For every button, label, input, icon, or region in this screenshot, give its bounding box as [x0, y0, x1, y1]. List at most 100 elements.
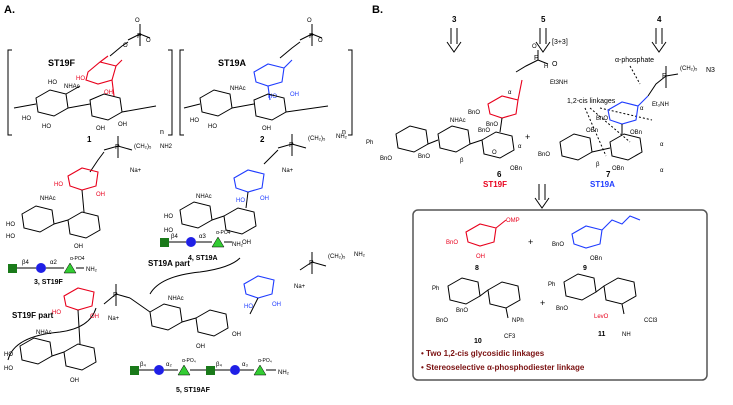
retro-arrow-5 — [535, 28, 551, 53]
svg-text:Ph: Ph — [548, 282, 555, 288]
svg-text:OH: OH — [196, 344, 205, 350]
svg-text:O: O — [135, 18, 140, 24]
nhac-label: NHAc — [64, 84, 80, 90]
oh-label: OH — [104, 90, 113, 96]
bullet-phosphodiester: • Stereoselective α-phosphodiester linka… — [421, 363, 585, 372]
svg-text:OH: OH — [232, 332, 241, 338]
svg-text:NHAc: NHAc — [40, 196, 56, 202]
svg-text:HO: HO — [52, 310, 61, 316]
svg-text:OH: OH — [96, 126, 105, 132]
svg-text:α-PO₄: α-PO₄ — [182, 358, 196, 364]
svg-text:OH: OH — [272, 302, 281, 308]
svg-text:BnO: BnO — [556, 306, 568, 312]
compound-4-structure: P (CH₂)₅ NH₂ Na+ HO OH NHAc HO HO OH β4 … — [160, 134, 348, 262]
svg-text:OH: OH — [242, 240, 251, 246]
nh-label: NH — [622, 332, 631, 338]
svg-text:OH: OH — [90, 314, 99, 320]
start-5: 5 — [541, 15, 546, 24]
st19f-label-b: ST19F — [483, 180, 507, 189]
svg-text:O: O — [146, 38, 151, 44]
start-4: 4 — [657, 15, 662, 24]
building-blocks-box: OMP BnO OH 8 + BnO OBn 9 Ph BnO BnO NPh … — [412, 209, 708, 381]
compound-3-structure: P (CH₂)₅ NH2 Na+ HO OH NHAc HO HO OH β4 … — [6, 136, 173, 286]
coupling-label: [3+3] — [552, 39, 568, 46]
n3-label: N3 — [706, 67, 715, 74]
svg-text:O: O — [318, 38, 323, 44]
svg-text:OH: OH — [476, 254, 485, 260]
ph-label-6: Ph — [366, 140, 373, 146]
svg-text:Na+: Na+ — [294, 284, 306, 290]
svg-text:HO: HO — [190, 118, 199, 124]
svg-text:O: O — [532, 44, 537, 50]
svg-text:(CH₂)₅: (CH₂)₅ — [308, 136, 326, 142]
st19a-title: ST19A — [218, 58, 247, 68]
svg-text:HO: HO — [54, 182, 63, 188]
svg-text:(CH₂)₅: (CH₂)₅ — [328, 254, 346, 260]
svg-text:HO: HO — [22, 116, 31, 122]
svg-text:HO: HO — [4, 366, 13, 372]
ho-label: HO — [76, 76, 85, 82]
svg-text:+: + — [540, 298, 545, 308]
st19f-title: ST19F — [48, 58, 76, 68]
svg-text:Na+: Na+ — [282, 168, 294, 174]
svg-text:BnO: BnO — [596, 116, 608, 122]
svg-text:O: O — [552, 61, 558, 68]
compound-3-label: 3, ST19F — [34, 279, 64, 286]
svg-text:NHAc: NHAc — [230, 86, 246, 92]
nhac-label-6: NHAc — [450, 118, 466, 124]
svg-text:OH: OH — [260, 196, 269, 202]
compound-2-structure: ST19A P O O HO OH NHAc HO HO OH n 2 — [179, 18, 353, 144]
svg-text:BnO: BnO — [418, 154, 430, 160]
svg-text:α-PO₄: α-PO₄ — [258, 358, 272, 364]
nh2-label-3: NH2 — [160, 144, 173, 150]
svg-text:HO: HO — [6, 222, 15, 228]
compound-1-structure: ST19F P O O O HO OH NHAc HO HO OH OH HO … — [7, 18, 173, 144]
svg-text:BnO: BnO — [436, 318, 448, 324]
na-label-3: Na+ — [130, 168, 142, 174]
svg-text:BnO: BnO — [538, 152, 550, 158]
retro-arrow-3 — [446, 28, 462, 53]
compound-11-number: 11 — [598, 331, 606, 338]
cis-linkages-note: 1,2-cis linkages — [567, 98, 616, 105]
svg-text:OBn: OBn — [586, 128, 598, 134]
n-label-1: n — [160, 129, 164, 136]
nph-label: NPh — [512, 318, 524, 324]
svg-text:P: P — [113, 292, 118, 299]
svg-text:+: + — [525, 132, 530, 142]
svg-text:BnO: BnO — [456, 308, 468, 314]
svg-text:Na+: Na+ — [108, 316, 120, 322]
alpha3-label-4: α3 — [199, 234, 206, 240]
svg-text:OH: OH — [262, 126, 271, 132]
st19a-part-label: ST19A part — [148, 259, 190, 268]
compound-5-structure: ST19A part ST19F part P (CH₂)₅ NH₂ Na+ P… — [4, 252, 366, 394]
et3nh-label-6: Et3NH — [550, 80, 568, 86]
svg-text:NH₂: NH₂ — [278, 370, 290, 376]
retro-arrow-4 — [651, 28, 667, 53]
svg-text:P: P — [309, 33, 314, 40]
svg-text:α₃: α₃ — [242, 362, 248, 368]
svg-text:BnO: BnO — [478, 128, 490, 134]
svg-text:OBn: OBn — [590, 256, 602, 262]
svg-text:HO: HO — [236, 198, 245, 204]
svg-text:O: O — [307, 18, 312, 24]
svg-text:O: O — [492, 150, 497, 156]
svg-text:NH₂: NH₂ — [336, 134, 348, 140]
panel-a-label: A. — [4, 4, 15, 16]
svg-text:α: α — [518, 144, 522, 150]
svg-text:HO: HO — [4, 352, 13, 358]
svg-text:HO: HO — [208, 124, 217, 130]
compound-7-number: 7 — [606, 170, 611, 179]
beta4-label-4: β4 — [171, 234, 178, 240]
alpha-po4-label-3: α-PO4 — [70, 256, 85, 262]
svg-text:P: P — [534, 55, 539, 62]
svg-text:H: H — [544, 64, 548, 70]
n-label-2: n — [342, 129, 346, 136]
svg-text:OH: OH — [96, 192, 105, 198]
svg-text:β: β — [460, 158, 464, 164]
start-3: 3 — [452, 15, 457, 24]
panel-b-label: B. — [372, 4, 383, 16]
svg-text:O: O — [123, 43, 128, 49]
svg-text:Ph: Ph — [432, 286, 439, 292]
svg-text:β₄: β₄ — [216, 362, 222, 368]
cf3-label: CF3 — [504, 334, 516, 340]
